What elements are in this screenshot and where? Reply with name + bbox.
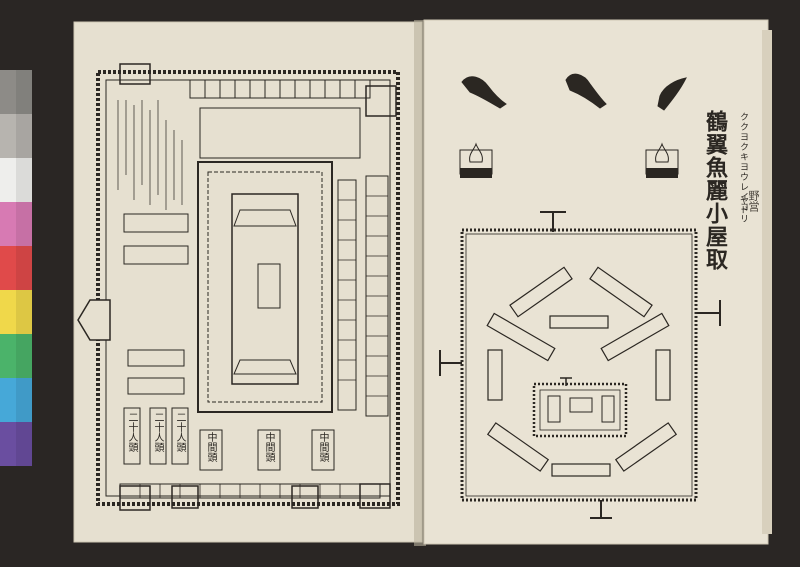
page-title: 鶴翼魚麗小屋取 <box>702 110 728 271</box>
middle-unit-label: 中間頭 <box>205 432 216 462</box>
unit-label: 二十人頭 <box>152 412 163 452</box>
margin-mark: 野営 <box>747 190 760 212</box>
unit-label: 二十人頭 <box>174 412 185 452</box>
middle-unit-label: 中間頭 <box>317 432 328 462</box>
beacon-fire-icon <box>459 142 679 178</box>
title-ruby-secondary: ヤドリ <box>738 196 748 223</box>
color-calibration-strip <box>0 70 32 466</box>
unit-label: 二十人頭 <box>126 412 137 452</box>
right-page <box>423 19 772 545</box>
title-ruby: ククヨクキヨウレイコ <box>738 112 748 212</box>
left-page <box>73 21 423 543</box>
bird-banner-icon <box>461 73 687 111</box>
middle-unit-label: 中間頭 <box>263 432 274 462</box>
